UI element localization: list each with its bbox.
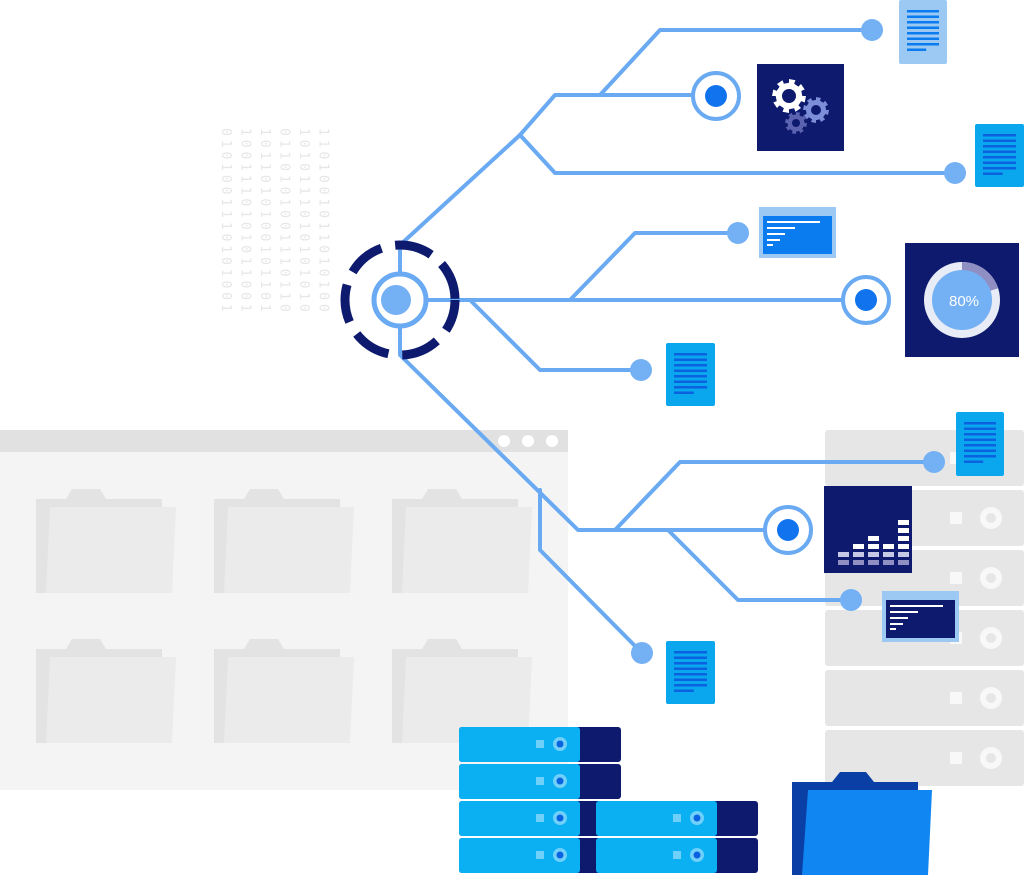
server-unit-icon <box>459 727 621 762</box>
link-terminal-upper <box>568 231 740 302</box>
link-doc-middle <box>468 298 643 372</box>
link-doc-bottom <box>538 488 644 655</box>
binary-column: 1001110101011001 <box>238 128 253 316</box>
document-icon[interactable] <box>956 412 1004 476</box>
document-icon[interactable] <box>666 343 715 406</box>
window-dot-icon[interactable] <box>498 435 510 447</box>
folder-icon[interactable] <box>214 639 354 743</box>
ring-nodes <box>691 71 891 555</box>
server-unit-icon <box>459 801 621 836</box>
gauge-80-percent-icon[interactable]: 80% <box>905 243 1019 357</box>
ring-node-equalizer[interactable] <box>763 505 813 555</box>
folder-icon[interactable] <box>392 489 532 593</box>
server-unit-icon <box>459 838 621 873</box>
endpoint-nodes <box>630 19 966 664</box>
folder-icon[interactable] <box>392 639 532 743</box>
folder-icon[interactable] <box>36 489 176 593</box>
window-titlebar <box>0 430 568 452</box>
node-dot[interactable] <box>630 359 652 381</box>
terminal-window-icon[interactable] <box>882 591 959 642</box>
binary-column: 0110101001110110 <box>277 128 292 316</box>
folder-icon[interactable] <box>36 639 176 743</box>
node-dot[interactable] <box>861 19 883 41</box>
node-dot[interactable] <box>631 642 653 664</box>
server-stack <box>459 727 758 873</box>
link-doc-rack <box>613 460 936 532</box>
node-dot[interactable] <box>840 589 862 611</box>
connection-lines <box>398 28 957 655</box>
link-terminal-lower <box>666 528 853 602</box>
binary-column: 0101001110101001 <box>218 128 233 316</box>
document-icon[interactable] <box>899 0 947 64</box>
node-dot[interactable] <box>944 162 966 184</box>
folder-icon[interactable] <box>214 489 354 593</box>
window-dot-icon[interactable] <box>546 435 558 447</box>
server-unit-icon <box>825 730 1024 786</box>
server-unit-icon <box>825 670 1024 726</box>
ring-node-gauge[interactable] <box>841 275 891 325</box>
server-unit-icon <box>596 838 758 873</box>
binary-column: 1011010100101101 <box>257 128 272 316</box>
equalizer-bars-icon[interactable] <box>824 486 912 573</box>
binary-pattern: 0101001110101001 1001110101011001 10110101… <box>218 128 331 316</box>
hub-target-icon[interactable] <box>340 240 460 360</box>
document-icon[interactable] <box>666 641 715 704</box>
file-browser-window <box>0 430 568 790</box>
server-unit-icon <box>596 801 758 836</box>
node-dot[interactable] <box>923 451 945 473</box>
documents <box>666 0 1024 704</box>
link-doc-top <box>598 28 874 97</box>
binary-column: 1010111010101010 <box>296 128 311 316</box>
gauge-label: 80% <box>949 293 979 310</box>
server-unit-icon <box>459 764 621 799</box>
binary-column: 1101001011010100 <box>316 128 331 316</box>
gears-icon[interactable] <box>757 64 844 151</box>
window-dot-icon[interactable] <box>522 435 534 447</box>
node-dot[interactable] <box>727 222 749 244</box>
folder-icon[interactable] <box>792 772 932 875</box>
link-doc-right-upper <box>518 133 957 175</box>
terminal-window-icon[interactable] <box>759 207 836 258</box>
ring-node-gears[interactable] <box>691 71 741 121</box>
document-icon[interactable] <box>975 124 1024 187</box>
